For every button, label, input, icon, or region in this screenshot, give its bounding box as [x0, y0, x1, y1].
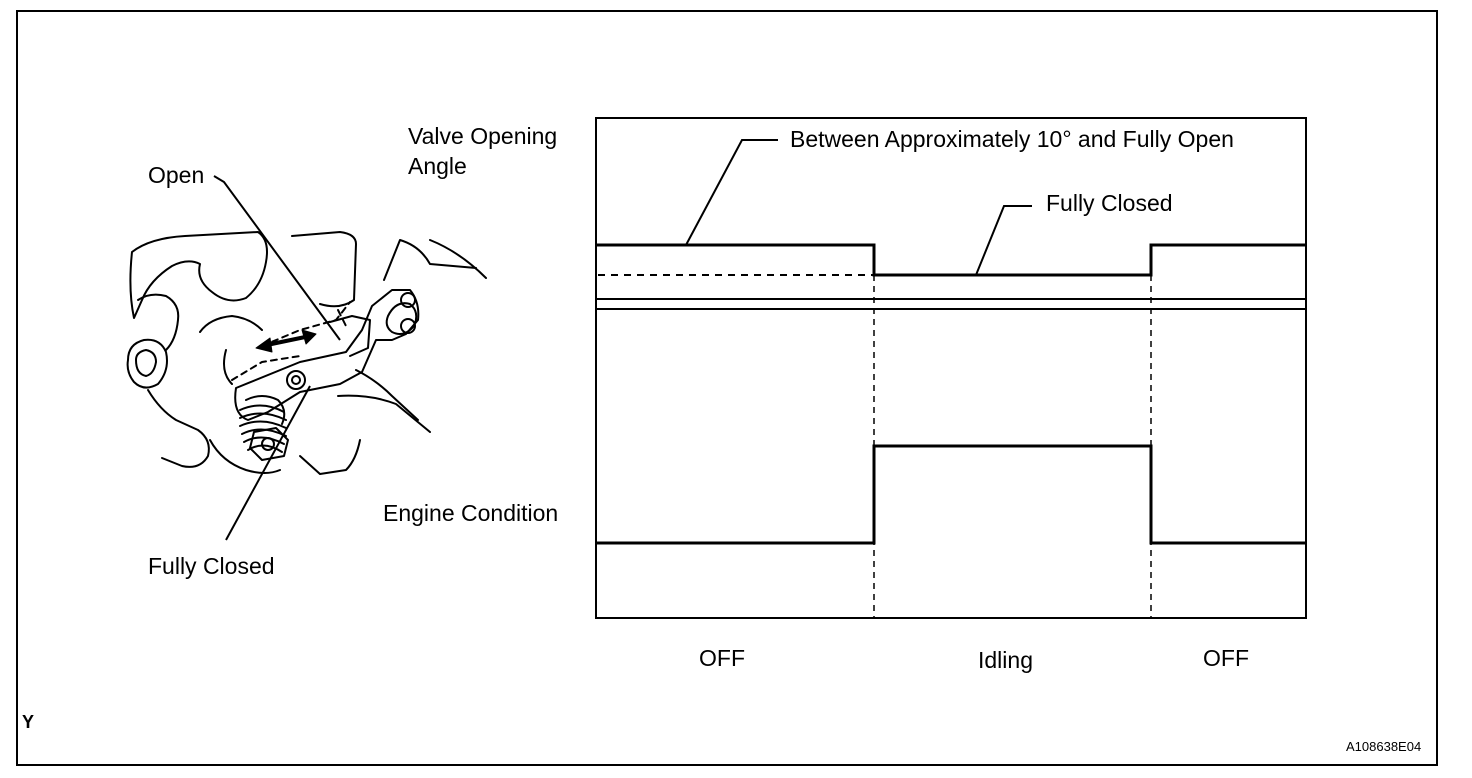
- valve-opening-angle-label-line2: Angle: [408, 153, 467, 179]
- engine-condition-trace: [596, 444, 1306, 545]
- phase-label-off-1: OFF: [699, 645, 745, 671]
- valve-opening-angle-label-line1: Valve Opening: [408, 123, 558, 149]
- chart-border: [595, 117, 1307, 619]
- valve-closed-leader: [975, 205, 1032, 276]
- valve-range-leader: [685, 139, 778, 246]
- figure-frame: [16, 10, 1438, 766]
- phase-label-off-2: OFF: [1203, 645, 1249, 671]
- fully-closed-label: Fully Closed: [148, 553, 275, 579]
- open-label: Open: [148, 162, 205, 188]
- valve-closed-callout: Fully Closed: [1046, 190, 1173, 216]
- valve-angle-trace: [596, 243, 1306, 277]
- corner-mark: Y: [22, 712, 35, 732]
- callout-leader-lines: [213, 175, 341, 541]
- throttle-valve-illustration: [126, 231, 487, 475]
- engine-condition-label: Engine Condition: [383, 500, 559, 526]
- valve-range-callout: Between Approximately 10° and Fully Open: [790, 126, 1234, 152]
- figure-code: A108638E04: [1346, 739, 1422, 754]
- phase-label-idling: Idling: [978, 647, 1033, 673]
